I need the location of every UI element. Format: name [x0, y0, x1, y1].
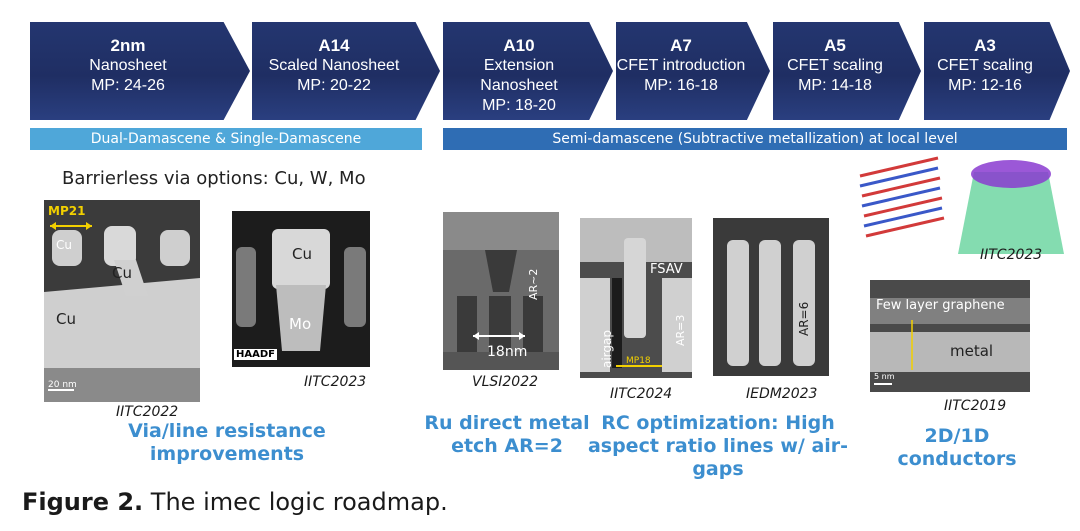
- ref-iitc2023-2d: IITC2023: [980, 247, 1043, 263]
- node-type: Scaled Nanosheet: [268, 57, 400, 74]
- node-type: Extension Nanosheet: [480, 57, 558, 94]
- micrograph-airgap: FSAV airgap AR=3 MP18: [580, 218, 692, 378]
- molecular-rendering: [859, 156, 1064, 254]
- cu-label: Cu: [292, 245, 312, 263]
- node-type: CFET introduction: [616, 57, 746, 74]
- ref-iitc2024: IITC2024: [610, 386, 673, 402]
- node-name: A3: [974, 36, 996, 55]
- cu-label: Cu: [56, 238, 72, 252]
- caption-line: aspect ratio lines w/ air-gaps: [587, 435, 849, 480]
- caption-via-line: Via/line resistance improvements: [128, 420, 326, 465]
- node-name: A5: [824, 36, 846, 55]
- micrograph-high-ar-lines: AR=6: [713, 218, 829, 376]
- roadmap-node-a14: A14 Scaled Nanosheet MP: 20-22: [252, 22, 440, 120]
- figure-text: The imec logic roadmap.: [143, 488, 448, 516]
- figure-caption: Figure 2. The imec logic roadmap.: [22, 488, 448, 516]
- node-mp: MP: 18-20: [482, 97, 556, 114]
- ar-label: AR=6: [797, 301, 811, 336]
- haadf-label: HAADF: [234, 349, 277, 360]
- ref-vlsi2022: VLSI2022: [472, 374, 539, 390]
- roadmap-node-a5: A5 CFET scaling MP: 14-18: [773, 22, 921, 120]
- width-label: 18nm: [487, 344, 528, 360]
- node-mp: MP: 20-22: [297, 77, 371, 94]
- barrierless-caption: Barrierless via options: Cu, W, Mo: [62, 168, 366, 189]
- node-name: A7: [670, 36, 692, 55]
- micrograph-ru-etch: AR~2 18nm: [443, 212, 559, 370]
- ref-iitc2023: IITC2023: [304, 374, 367, 390]
- roadmap-figure: 2nm Nanosheet MP: 24-26 A14 Scaled Nanos…: [30, 22, 1070, 480]
- ar-label: AR~2: [527, 268, 540, 300]
- caption-line: Ru direct metal: [424, 412, 590, 434]
- metal-label: metal: [950, 342, 994, 360]
- micrograph-drawing: [870, 280, 1030, 392]
- micrograph-drawing: [443, 212, 559, 370]
- micrograph-drawing: [580, 218, 692, 378]
- node-mp: MP: 16-18: [644, 77, 718, 94]
- caption-ru-etch: Ru direct metal etch AR=2: [422, 412, 592, 458]
- caption-line: RC optimization: High: [601, 412, 835, 434]
- caption-line: etch AR=2: [451, 435, 563, 457]
- micrograph-cu-mo: Cu Mo HAADF: [232, 211, 370, 367]
- micrograph-drawing: [232, 211, 370, 367]
- ref-iitc2019: IITC2019: [944, 398, 1007, 414]
- ref-iedm2023: IEDM2023: [746, 386, 818, 402]
- ar-label: AR=3: [674, 314, 687, 346]
- micrograph-drawing: [713, 218, 829, 376]
- mo-label: Mo: [289, 315, 312, 333]
- roadmap-node-2nm: 2nm Nanosheet MP: 24-26: [30, 22, 250, 120]
- node-name: 2nm: [110, 36, 146, 55]
- micrograph-drawing: [44, 200, 200, 402]
- node-type: Nanosheet: [89, 57, 167, 74]
- graphene-label: Few layer graphene: [876, 298, 1005, 313]
- roadmap-node-a7: A7 CFET introduction MP: 16-18: [616, 22, 770, 120]
- mp-label: MP18: [626, 356, 651, 366]
- roadmap-node-a10: A10 Extension Nanosheet MP: 18-20: [443, 22, 613, 120]
- ref-iitc2022: IITC2022: [116, 404, 179, 420]
- figure-label: Figure 2.: [22, 488, 144, 516]
- scale-label: 5 nm: [874, 372, 895, 381]
- cu-label: Cu: [112, 264, 132, 282]
- mp-label: MP21: [48, 204, 86, 218]
- scale-label: 20 nm: [48, 380, 77, 390]
- fsav-label: FSAV: [650, 262, 683, 277]
- process-bar-semi-damascene: Semi-damascene (Subtractive metallizatio…: [443, 128, 1067, 150]
- caption-rc: RC optimization: High aspect ratio lines…: [578, 412, 858, 481]
- node-mp: MP: 14-18: [798, 77, 872, 94]
- airgap-label: airgap: [600, 330, 614, 368]
- micrograph-graphene: Few layer graphene metal 5 nm: [870, 280, 1030, 392]
- process-bar-damascene: Dual-Damascene & Single-Damascene: [30, 128, 422, 150]
- cu-label: Cu: [56, 310, 76, 328]
- node-type: CFET scaling: [937, 57, 1033, 74]
- node-name: A14: [318, 36, 350, 55]
- micrograph-2d-structures: [858, 150, 1066, 258]
- node-mp: MP: 12-16: [948, 77, 1022, 94]
- node-name: A10: [503, 36, 535, 55]
- node-type: CFET scaling: [787, 57, 883, 74]
- micrograph-cu-via: MP21 Cu Cu Cu 20 nm: [44, 200, 200, 402]
- node-mp: MP: 24-26: [91, 77, 165, 94]
- roadmap-node-a3: A3 CFET scaling MP: 12-16: [924, 22, 1070, 120]
- caption-2d-1d: 2D/1D conductors: [897, 425, 1017, 470]
